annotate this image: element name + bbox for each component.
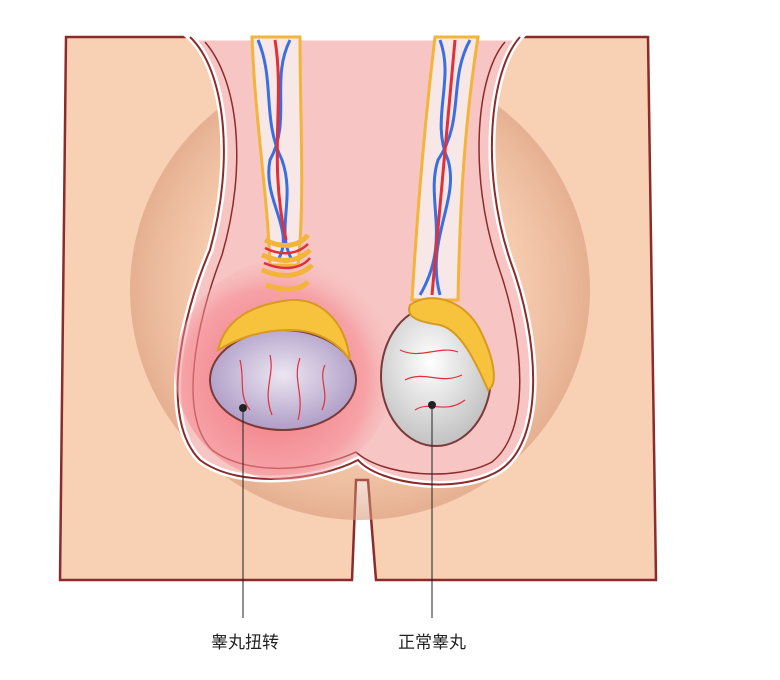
torsed-testis [209,329,357,431]
normal-testis-vessels [399,349,466,411]
label-normal-testis: 正常睾丸 [398,633,466,653]
torsed-epididymis [216,298,351,361]
left-spermatic-cord [250,35,314,292]
label-testicular-torsion: 睾丸扭转 [211,633,279,653]
right-spermatic-cord [410,35,480,302]
normal-epididymis [408,297,495,392]
torsed-testis-vessels [239,354,326,421]
